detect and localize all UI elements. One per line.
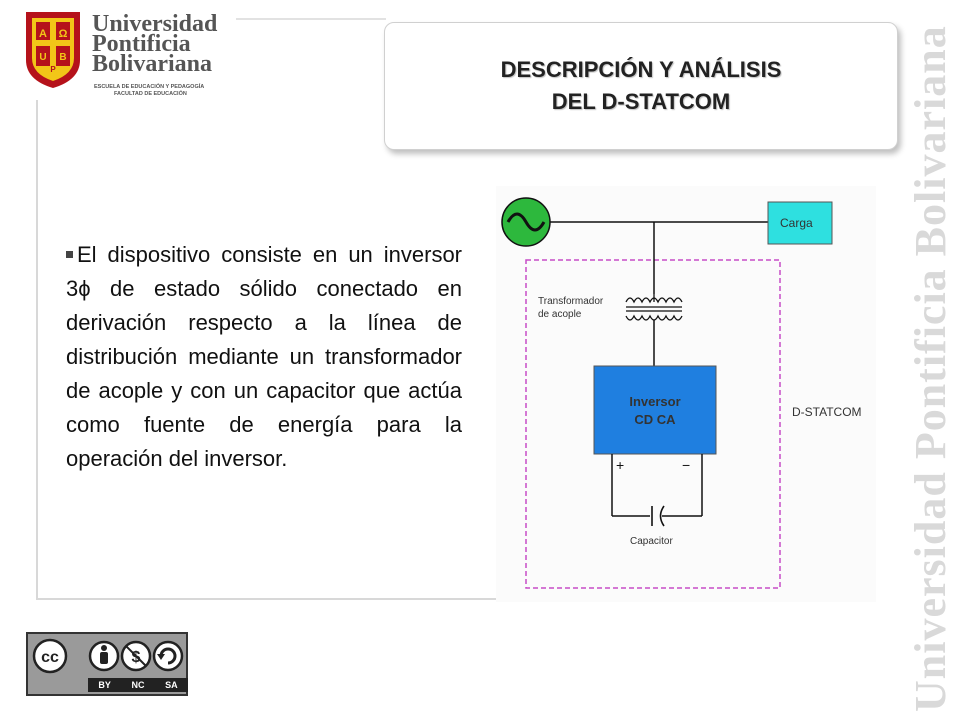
license-labels: BY NC SA xyxy=(88,678,188,692)
nc-dollar-icon: $ xyxy=(120,640,152,672)
shield-letter-b: B xyxy=(59,52,66,63)
school-line1: ESCUELA DE EDUCACIÓN Y PEDAGOGÍA xyxy=(94,84,205,90)
dc-circuit xyxy=(611,454,703,517)
cc-license-badge[interactable]: cc $ BY NC SA xyxy=(26,632,188,696)
body-text: El dispositivo consiste en un inversor 3… xyxy=(66,242,462,471)
shield-letter-u: U xyxy=(39,52,46,63)
plus-sign: + xyxy=(616,457,624,473)
transformer-label-2: de acople xyxy=(538,309,582,320)
capacitor-label: Capacitor xyxy=(630,536,673,547)
dstatcom-diagram: Carga D-STATCOM Transformador de acople … xyxy=(496,186,876,602)
license-label-by: BY xyxy=(98,680,111,690)
slide-title-line1: DESCRIPCIÓN Y ANÁLISIS xyxy=(500,57,782,82)
shield-letter-omega: Ω xyxy=(59,28,68,40)
inverter-box xyxy=(593,365,717,455)
university-logo: A Ω U P B Universidad Pontificia Bolivar… xyxy=(22,8,252,98)
slide-title-line2: DEL D-STATCOM xyxy=(551,89,731,114)
shield-icon: A Ω U P B xyxy=(26,12,80,88)
school-name: ESCUELA DE EDUCACIÓN Y PEDAGOGÍA FACULTA… xyxy=(94,84,204,98)
sa-share-icon xyxy=(152,640,184,672)
license-label-nc: NC xyxy=(131,680,145,690)
shield-letter-p: P xyxy=(50,65,56,74)
school-line2: FACULTAD DE EDUCACIÓN xyxy=(114,91,187,97)
transformer-icon xyxy=(625,294,683,321)
capacitor-icon xyxy=(651,505,665,527)
by-person-icon xyxy=(88,640,120,672)
university-name-line3: Bolivariana xyxy=(92,51,213,77)
shield-letter-a: A xyxy=(39,28,47,40)
frame-top-line xyxy=(236,18,386,20)
slide-title-box: DESCRIPCIÓN Y ANÁLISIS DEL D-STATCOM xyxy=(384,22,898,150)
minus-sign: − xyxy=(682,457,690,473)
license-icons: cc $ xyxy=(32,638,184,674)
load-box xyxy=(767,201,833,245)
svg-text:$: $ xyxy=(132,649,141,666)
university-name: Universidad Pontificia Bolivariana xyxy=(92,11,218,77)
body-paragraph: El dispositivo consiste en un inversor 3… xyxy=(66,238,462,476)
inverter-label-1: Inversor xyxy=(629,394,680,409)
sine-wave-icon xyxy=(506,212,546,232)
cc-icon-text: cc xyxy=(41,649,59,666)
dstatcom-boundary xyxy=(525,259,781,589)
inverter-label-2: CD CA xyxy=(634,412,676,427)
university-name-line1: Universidad xyxy=(92,11,218,37)
vertical-watermark: Universidad Pontificia Bolivariana xyxy=(906,25,955,712)
frame-bottom-line xyxy=(36,598,506,600)
bullet-square-icon xyxy=(66,251,73,258)
university-name-line2: Pontificia xyxy=(92,31,191,57)
load-label: Carga xyxy=(780,216,813,230)
license-label-sa: SA xyxy=(165,680,178,690)
transformer-label-1: Transformador xyxy=(538,296,604,307)
dstatcom-label: D-STATCOM xyxy=(792,405,862,419)
frame-left-line xyxy=(36,100,38,600)
cc-icon: cc xyxy=(32,638,68,674)
